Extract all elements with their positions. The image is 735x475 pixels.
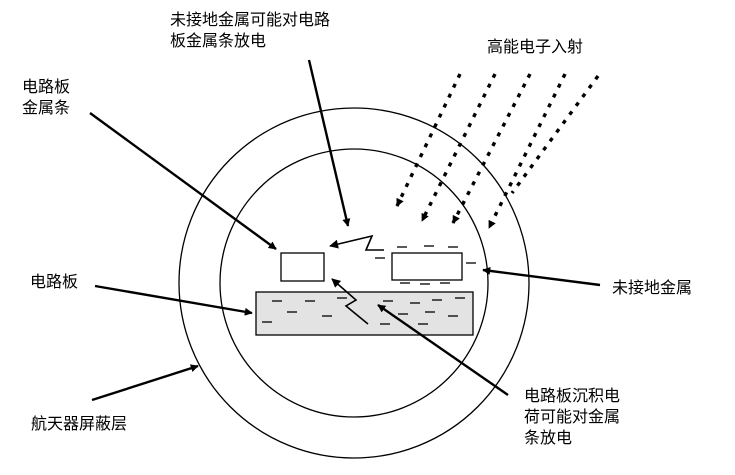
arrow-board-charge-label [377, 304, 509, 396]
label-line: 荷可能对金属 [524, 407, 621, 426]
board-charge-dashes [262, 297, 465, 325]
metal-charge-dashes [375, 245, 476, 285]
label-line: 板金属条放电 [170, 31, 267, 50]
arrow-shield-label [91, 364, 199, 402]
electron-rays [395, 73, 600, 229]
arrow-board-label [94, 284, 253, 316]
label-ungrounded-metal: 未接地金属 [612, 278, 693, 297]
arrow-ungrounded-metal-label [482, 266, 601, 287]
label-line: 金属条 [22, 98, 71, 117]
shield-outer-circle [178, 107, 530, 459]
label-electron-incidence: 高能电子入射 [487, 37, 584, 56]
label-board-strip: 电路板 金属条 [22, 76, 70, 118]
label-line: 电路板 [22, 77, 71, 96]
board-metal-strip [280, 252, 325, 282]
ungrounded-metal-block [391, 252, 463, 281]
label-shield: 航天器屏蔽层 [31, 414, 128, 433]
label-ungrounded-discharge: 未接地金属可能对电路 板金属条放电 [170, 9, 330, 51]
label-board-charge-discharge: 电路板沉积电 荷可能对金属 条放电 [524, 385, 620, 448]
discharge-bolt-board-to-strip [331, 278, 369, 325]
label-line: 未接地金属可能对电路 [170, 10, 331, 29]
circuit-board [255, 291, 474, 336]
discharge-bolt-metal-to-strip [329, 234, 384, 251]
label-line: 电路板沉积电 [524, 386, 621, 405]
arrow-discharge-label [307, 59, 351, 227]
shield-inner-circle [219, 148, 489, 418]
pointer-arrows [89, 59, 601, 402]
label-line: 条放电 [524, 428, 573, 447]
arrow-board-strip-label [89, 112, 277, 250]
label-board: 电路板 [30, 272, 79, 291]
